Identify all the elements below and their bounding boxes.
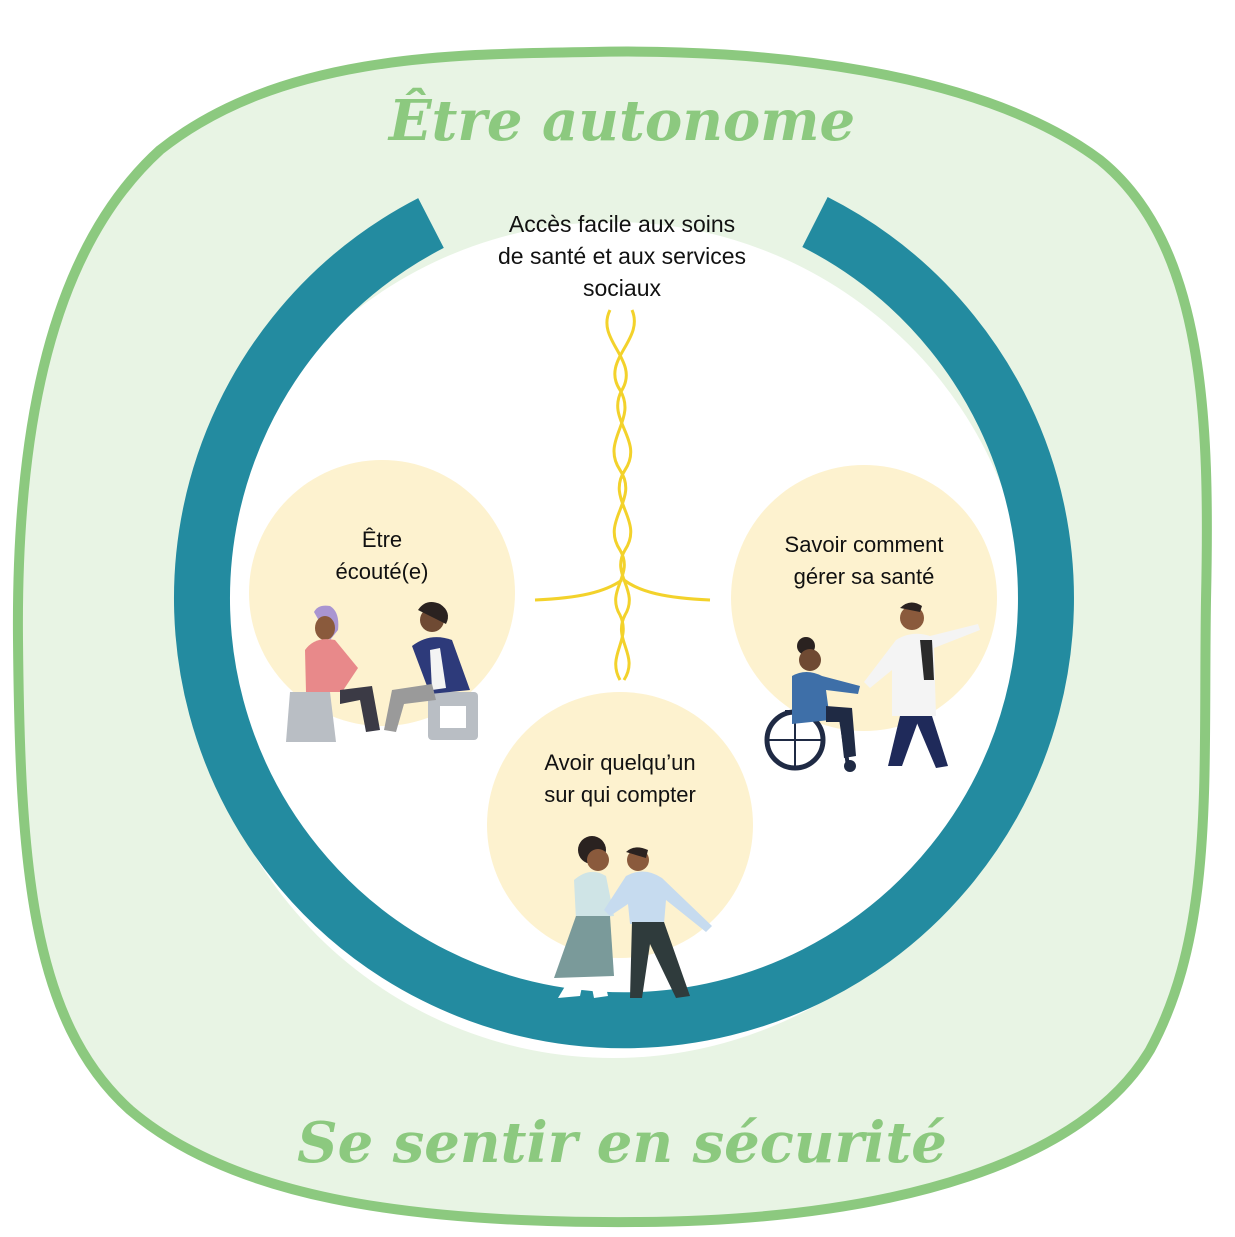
outer-title: Être autonome (387, 87, 855, 154)
two-people-sitting-talking-icon (286, 602, 478, 742)
inner-disk (195, 222, 1031, 1058)
circle-support-line-2: sur qui compter (544, 782, 696, 807)
circle-listening: Être écouté(e) (249, 460, 515, 742)
top-label-line-1: Accès facile aux soins (509, 211, 735, 237)
teal-ring (173, 197, 1074, 1049)
top-label: Accès facile aux soins de santé et aux s… (498, 211, 746, 301)
braid-icon (534, 309, 711, 681)
circle-support: Avoir quelqu’un sur qui compter (487, 692, 753, 998)
top-label-line-2: de santé et aux services (498, 243, 746, 269)
two-people-holding-hands-icon (554, 836, 712, 998)
circle-managing-line-2: gérer sa santé (794, 564, 935, 589)
circle-listening-line-1: Être (362, 527, 402, 552)
circle-managing-line-1: Savoir comment (785, 532, 944, 557)
top-label-line-3: sociaux (583, 275, 661, 301)
circle-managing: Savoir comment gérer sa santé (731, 465, 997, 772)
circle-support-line-1: Avoir quelqu’un (544, 750, 695, 775)
bottom-title: Se sentir en sécurité (297, 1110, 947, 1176)
doctor-pushing-wheelchair-icon (764, 602, 980, 772)
circle-listening-line-2: écouté(e) (336, 559, 429, 584)
